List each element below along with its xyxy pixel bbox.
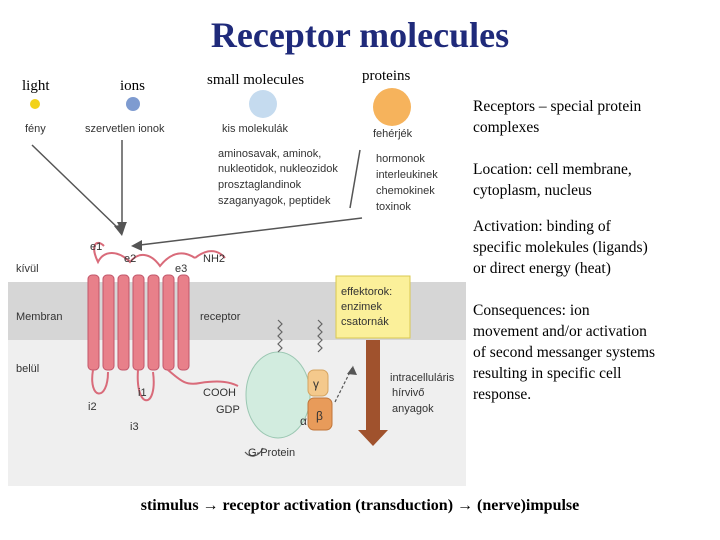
category-proteins: proteins	[362, 68, 411, 84]
bullet-4: Consequences: ion movement and/or activa…	[473, 300, 655, 405]
gamma-symbol: γ	[313, 377, 319, 391]
small-molecule-dot	[249, 90, 277, 118]
outside-label: kívül	[16, 263, 39, 275]
g-protein-label: G-Protein	[248, 447, 295, 459]
category-light: light	[22, 78, 50, 94]
second-messenger-3: anyagok	[392, 403, 434, 415]
bullet-1-line-2: complexes	[473, 119, 540, 136]
i3-label: i3	[130, 421, 139, 433]
receptor-protein	[87, 241, 239, 402]
gdp-label: GDP	[216, 404, 240, 416]
bullet-4-line-5: response.	[473, 386, 532, 403]
intracellular-region	[8, 340, 466, 486]
bullet-2: Location: cell membrane, cytoplasm, nucl…	[473, 159, 632, 201]
proteins-label-hu: fehérjék	[373, 128, 413, 140]
bottom-caption: stimulus → receptor activation (transduc…	[140, 497, 580, 514]
g-protein-beta	[307, 397, 333, 431]
bullet-3-line-1: Activation: binding of	[473, 218, 611, 235]
bullet-2-line-1: Location: cell membrane,	[473, 161, 632, 178]
output-arrow-shaft	[366, 340, 380, 432]
page-title: Receptor molecules	[210, 15, 510, 55]
small-list-3: prosztaglandinok	[218, 179, 302, 191]
bullet-4-line-2: movement and/or activation	[473, 323, 647, 340]
bullet-4-line-3: of second messanger systems	[473, 344, 656, 361]
bullet-4-line-1: Consequences: ion	[473, 302, 590, 319]
beta-symbol: β	[316, 409, 323, 423]
alpha-symbol: α	[300, 414, 307, 428]
e1-label: e1	[90, 241, 102, 253]
bullet-2-line-2: cytoplasm, nucleus	[473, 182, 592, 199]
category-ions: ions	[120, 78, 146, 94]
bullet-1-line-1: Receptors – special protein	[473, 98, 642, 115]
g-protein-gamma	[307, 369, 329, 397]
light-dot	[30, 99, 40, 109]
bullet-4-line-4: resulting in specific cell	[473, 365, 622, 382]
nh2-label: NH2	[203, 253, 225, 265]
category-small-molecules: small molecules	[207, 72, 305, 88]
i1-label: i1	[138, 387, 147, 399]
protein-list-2: interleukinek	[376, 169, 438, 181]
bullet-3-line-2: specific molekules (ligands)	[473, 239, 648, 256]
cooh-label: COOH	[203, 387, 236, 399]
bullet-1: Receptors – special protein complexes	[473, 96, 641, 138]
effector-box	[335, 275, 411, 339]
effector-title: effektorok:	[341, 286, 392, 298]
second-messenger-1: intracelluláris	[390, 372, 455, 384]
small-label-hu: kis molekulák	[222, 123, 289, 135]
e2-label: e2	[124, 253, 136, 265]
small-list-4: szaganyagok, peptidek	[218, 195, 331, 207]
inside-label: belül	[16, 363, 39, 375]
ion-dot	[126, 97, 140, 111]
protein-dot	[373, 88, 411, 126]
receptor-label: receptor	[200, 311, 241, 323]
protein-list-1: hormonok	[376, 153, 425, 165]
ions-label-hu: szervetlen ionok	[85, 123, 165, 135]
membrane-label: Membran	[16, 311, 62, 323]
bullet-3-line-3: or direct energy (heat)	[473, 260, 611, 277]
light-label-hu: fény	[25, 123, 46, 135]
i2-label: i2	[88, 401, 97, 413]
small-list-1: aminosavak, aminok,	[218, 148, 321, 160]
e3-label: e3	[175, 263, 187, 275]
protein-list-4: toxinok	[376, 201, 411, 213]
output-arrow-head	[358, 430, 388, 446]
protein-list-3: chemokinek	[376, 185, 435, 197]
effector-enzymes: enzimek	[341, 301, 382, 313]
bullet-3: Activation: binding of specific molekule…	[473, 216, 648, 279]
second-messenger-2: hírvivő	[392, 387, 424, 399]
effector-channels: csatornák	[341, 316, 389, 328]
small-list-2: nukleotidok, nukleozidok	[218, 163, 338, 175]
